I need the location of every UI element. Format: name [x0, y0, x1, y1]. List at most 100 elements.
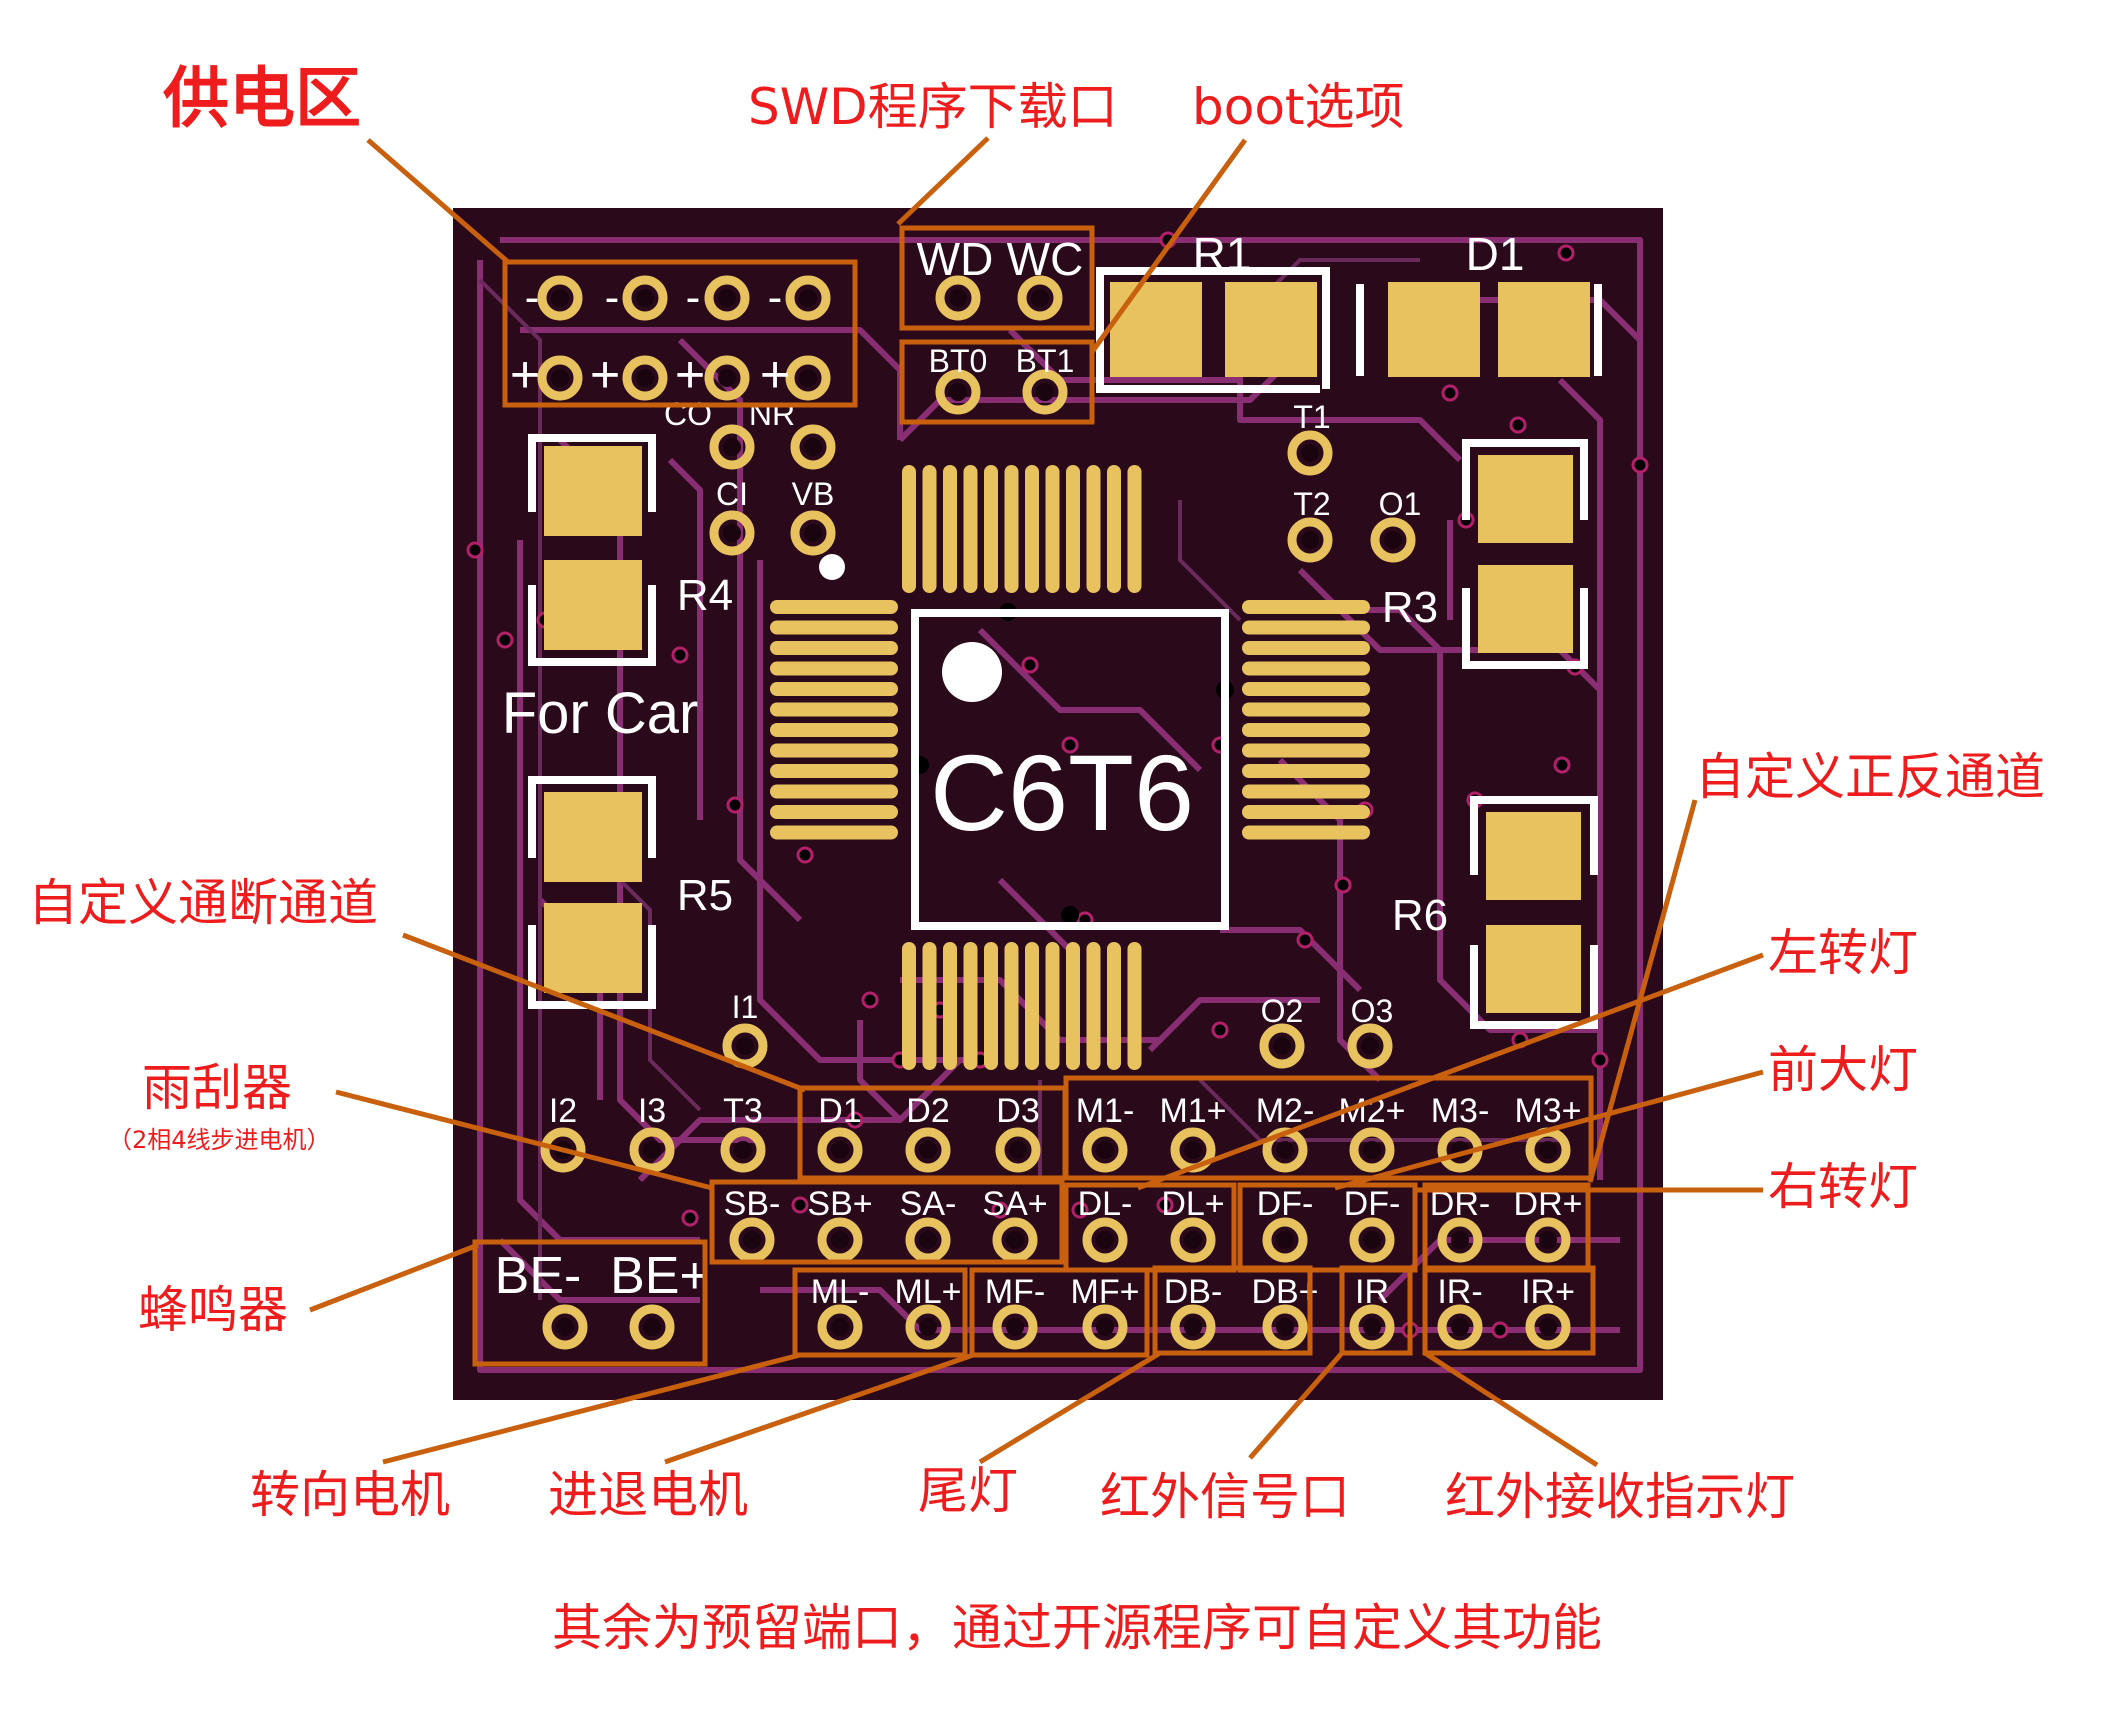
- i1-pin-hole: [736, 1037, 754, 1055]
- row3-pin-2-hole: [919, 1318, 937, 1336]
- power-minus-pin: [704, 275, 750, 321]
- silk-row2-label: SA-: [900, 1185, 957, 1223]
- row2-pin-5-hole: [1096, 1231, 1114, 1249]
- silk-row1-label: M1-: [1076, 1092, 1135, 1130]
- co-pin-hole: [723, 438, 741, 456]
- power-minus-pin: [622, 275, 668, 321]
- pin1-marker-dot: [819, 554, 845, 580]
- leader-custom-switch: [402, 932, 806, 1093]
- row3-pin-1-hole: [831, 1318, 849, 1336]
- chip-pad-bottom: [1086, 942, 1101, 1070]
- silk-bt1: BT1: [1016, 343, 1075, 379]
- via: [1334, 876, 1352, 894]
- silk-i1: I1: [732, 989, 759, 1025]
- silk-r1: R1: [1193, 228, 1252, 280]
- row2-pin-1: [729, 1217, 775, 1263]
- row1-pin-5: [905, 1127, 951, 1173]
- silk-be-minus: BE-: [495, 1247, 582, 1305]
- label-swd-port: SWD程序下载口: [748, 78, 1118, 136]
- label-drive-motor: 进退电机: [548, 1466, 748, 1524]
- label-tail-light: 尾灯: [918, 1462, 1018, 1520]
- vb-pin-hole: [804, 524, 822, 542]
- leader-wiper: [335, 1089, 713, 1191]
- chip-pad-right: [1242, 600, 1370, 614]
- chip-pad-right: [1242, 825, 1370, 840]
- chip-pad-left: [770, 764, 898, 778]
- be-plus-pin-hole: [643, 1318, 661, 1336]
- silk-minus: -: [768, 273, 783, 322]
- chip-pad-top: [922, 465, 937, 593]
- chip-pad-left: [770, 743, 898, 758]
- silk-row2-label: DF-: [1344, 1185, 1401, 1223]
- box-mf: [969, 1267, 1150, 1358]
- label-ir-signal-port: 红外信号口: [1100, 1468, 1350, 1526]
- silk-row2-label: DF-: [1257, 1185, 1314, 1223]
- via: [1591, 1051, 1609, 1069]
- swd-wc-pin-hole: [1031, 289, 1049, 307]
- co-pin: [709, 424, 755, 470]
- row2-pin-4-hole: [1006, 1231, 1024, 1249]
- via: [861, 991, 879, 1009]
- row1-pin-6-hole: [1009, 1141, 1027, 1159]
- d1-pad-right: [1498, 282, 1590, 377]
- power-minus-pin: [537, 275, 583, 321]
- via: [1491, 1321, 1509, 1339]
- boot-bt1-pin: [1022, 369, 1068, 415]
- be-plus-pin: [629, 1304, 675, 1350]
- o2-pin-hole: [1273, 1037, 1291, 1055]
- row1-pin-3-hole: [734, 1141, 752, 1159]
- silk-row3-label: MF+: [1071, 1273, 1140, 1311]
- o1-pin-hole: [1384, 531, 1402, 549]
- chip-pad-top: [902, 465, 916, 593]
- chip-pad-right: [1242, 661, 1370, 676]
- silk-row3-label: ML+: [894, 1273, 961, 1311]
- row3-pin-9-hole: [1539, 1318, 1557, 1336]
- silk-d1: D1: [1466, 228, 1525, 280]
- be-minus-pin: [542, 1304, 588, 1350]
- leader-left-turn: [1137, 952, 1764, 1191]
- row1-pin-2-hole: [643, 1141, 661, 1159]
- row3-pin-8: [1437, 1304, 1483, 1350]
- row2-pin-8-hole: [1363, 1231, 1381, 1249]
- silk-wd: WD: [917, 233, 994, 285]
- leader-ir-port: [1248, 1351, 1344, 1460]
- power-plus-pin: [537, 355, 583, 401]
- row3-pin-5: [1170, 1304, 1216, 1350]
- smd-pads: [544, 282, 1590, 1013]
- silk-plus: +: [590, 346, 620, 404]
- row1-pin-6: [995, 1127, 1041, 1173]
- via: [1211, 1021, 1229, 1039]
- row3-pin-1: [817, 1304, 863, 1350]
- box-db: [1152, 1265, 1313, 1356]
- row2-pin-4: [992, 1217, 1038, 1263]
- power-plus-pin: [704, 355, 750, 401]
- leader-tail-light: [978, 1350, 1162, 1465]
- leader-steering-motor: [382, 1352, 801, 1465]
- row2-pin-9: [1437, 1217, 1483, 1263]
- silk-row2-label: DL-: [1078, 1185, 1133, 1223]
- boot-bt0-pin-hole: [949, 383, 967, 401]
- row3-pin-4-hole: [1096, 1318, 1114, 1336]
- chip-pad-left: [770, 682, 898, 696]
- label-boot-option: boot选项: [1192, 78, 1405, 136]
- via: [496, 631, 514, 649]
- row2-pin-5: [1082, 1217, 1128, 1263]
- label-wiper: 雨刮器: [142, 1059, 292, 1117]
- t1-pin: [1287, 430, 1333, 476]
- o3-pin-hole: [1361, 1037, 1379, 1055]
- chip-pad-right: [1242, 805, 1370, 819]
- chip-pad-right: [1242, 641, 1370, 655]
- leader-boot: [1089, 138, 1248, 354]
- row3-pin-4: [1082, 1304, 1128, 1350]
- silk-minus: -: [605, 273, 620, 322]
- row1-pin-9-hole: [1276, 1141, 1294, 1159]
- row1-pin-10: [1349, 1127, 1395, 1173]
- chip-pad-bottom: [922, 942, 937, 1070]
- row2-pin-6-hole: [1184, 1231, 1202, 1249]
- t2-pin-hole: [1301, 531, 1319, 549]
- via: [1021, 656, 1039, 674]
- via: [1509, 416, 1527, 434]
- via: [1553, 756, 1571, 774]
- row3-pin-7-hole: [1363, 1318, 1381, 1336]
- silk-plus: +: [760, 346, 790, 404]
